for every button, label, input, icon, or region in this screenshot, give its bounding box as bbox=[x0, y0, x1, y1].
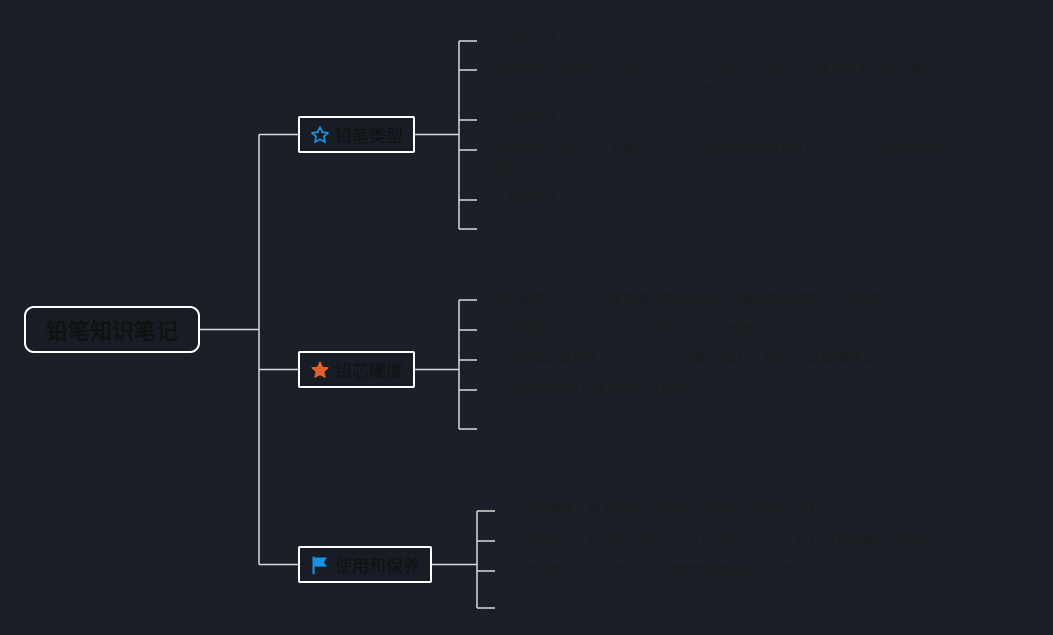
leaf-node[interactable]: 机械铅笔使用一种可替换的铅芯，通过旋转或按钮来推出铅芯，以获得更加稳定和持久的书… bbox=[493, 140, 948, 180]
leaf-text-line: 木质铅笔是使用木头制成的，内部有一根铅芯，可用刀削来获得更尖锐的笔尖。 bbox=[493, 62, 949, 77]
leaf-node[interactable]: B代表黑度/柔软度，范围从B2（较黑/较柔软）到B9（最黑/最柔软）。 bbox=[493, 350, 896, 370]
branch-label-pencil-types: 铅笔类型 bbox=[335, 127, 403, 147]
leaf-node[interactable]: F代表中间硬度，通常用于细节描绘。 bbox=[493, 380, 710, 400]
leaf-node[interactable]: 木质铅笔是使用木头制成的，内部有一根铅芯，可用刀削来获得更尖锐的笔尖。木质铅笔相… bbox=[493, 60, 948, 100]
leaf-node[interactable]: 1.木质铅笔： bbox=[493, 31, 570, 51]
leaf-node[interactable]: 2.机械铅笔： bbox=[493, 110, 570, 130]
leaf-node[interactable]: 3.保持清洁：定期使用橡皮擦擦除铅笔痕迹和污渍。 bbox=[511, 561, 809, 581]
root-label: 铅笔知识笔记 bbox=[45, 319, 178, 345]
leaf-text-line: 1.木质铅笔： bbox=[493, 33, 571, 48]
leaf-text-line: 1.正确握笔：握笔时应保持自然的姿势，避免用力过猛。 bbox=[511, 503, 836, 518]
leaf-node[interactable]: 3.彩色铅笔： bbox=[493, 190, 570, 210]
leaf-node[interactable]: 铅芯硬度标识一支铅笔的笔芯柔软或硬度。硬度等级通常以字母和数字表示： bbox=[493, 290, 935, 310]
leaf-node[interactable]: 2.保持尖锐：使用铅笔削尖机或刀片将笔尖削尖，以获得更流畅写字体验。 bbox=[511, 531, 939, 551]
leaf-text-line: 2.保持尖锐：使用铅笔削尖机或刀片将笔尖削尖，以获得更流畅写字体验。 bbox=[511, 533, 940, 548]
branch-node-lead-hardness[interactable]: 铅芯硬度 bbox=[298, 351, 415, 388]
leaf-text-line: 和持久的书写体验。 bbox=[493, 162, 611, 177]
branch-node-use-and-care[interactable]: 使用和保养 bbox=[298, 546, 432, 583]
leaf-text-line: 2.机械铅笔： bbox=[493, 112, 571, 127]
leaf-text-line: F代表中间硬度，通常用于细节描绘。 bbox=[493, 382, 711, 397]
leaf-node[interactable]: H代表硬度，范围从H2（较硬）到H9（最硬）。 bbox=[493, 320, 771, 340]
star-outline-icon bbox=[310, 125, 330, 145]
leaf-text-line: 3.保持清洁：定期使用橡皮擦擦除铅笔痕迹和污渍。 bbox=[511, 563, 810, 578]
star-filled-icon bbox=[310, 360, 330, 380]
leaf-text-line: H代表硬度，范围从H2（较硬）到H9（最硬）。 bbox=[493, 322, 772, 337]
branch-label-lead-hardness: 铅芯硬度 bbox=[335, 362, 403, 382]
flag-icon bbox=[310, 555, 330, 575]
leaf-text-line: 机械铅笔使用一种可替换的铅芯，通过旋转或按钮来推出铅芯，以获得更加稳定 bbox=[493, 142, 949, 157]
leaf-text-line: 铅芯硬度标识一支铅笔的笔芯柔软或硬度。硬度等级通常以字母和数字表示： bbox=[493, 292, 936, 307]
leaf-text-line: B代表黑度/柔软度，范围从B2（较黑/较柔软）到B9（最黑/最柔软）。 bbox=[493, 352, 896, 367]
branch-label-use-and-care: 使用和保养 bbox=[335, 557, 420, 577]
leaf-node[interactable]: 1.正确握笔：握笔时应保持自然的姿势，避免用力过猛。 bbox=[511, 501, 835, 521]
leaf-text-line: 3.彩色铅笔： bbox=[493, 192, 571, 207]
leaf-text-line: 木质铅笔相对便宜，常用于书写和绘画。 bbox=[493, 82, 728, 97]
branch-node-pencil-types[interactable]: 铅笔类型 bbox=[298, 116, 415, 153]
root-node[interactable]: 铅笔知识笔记 bbox=[24, 306, 200, 353]
